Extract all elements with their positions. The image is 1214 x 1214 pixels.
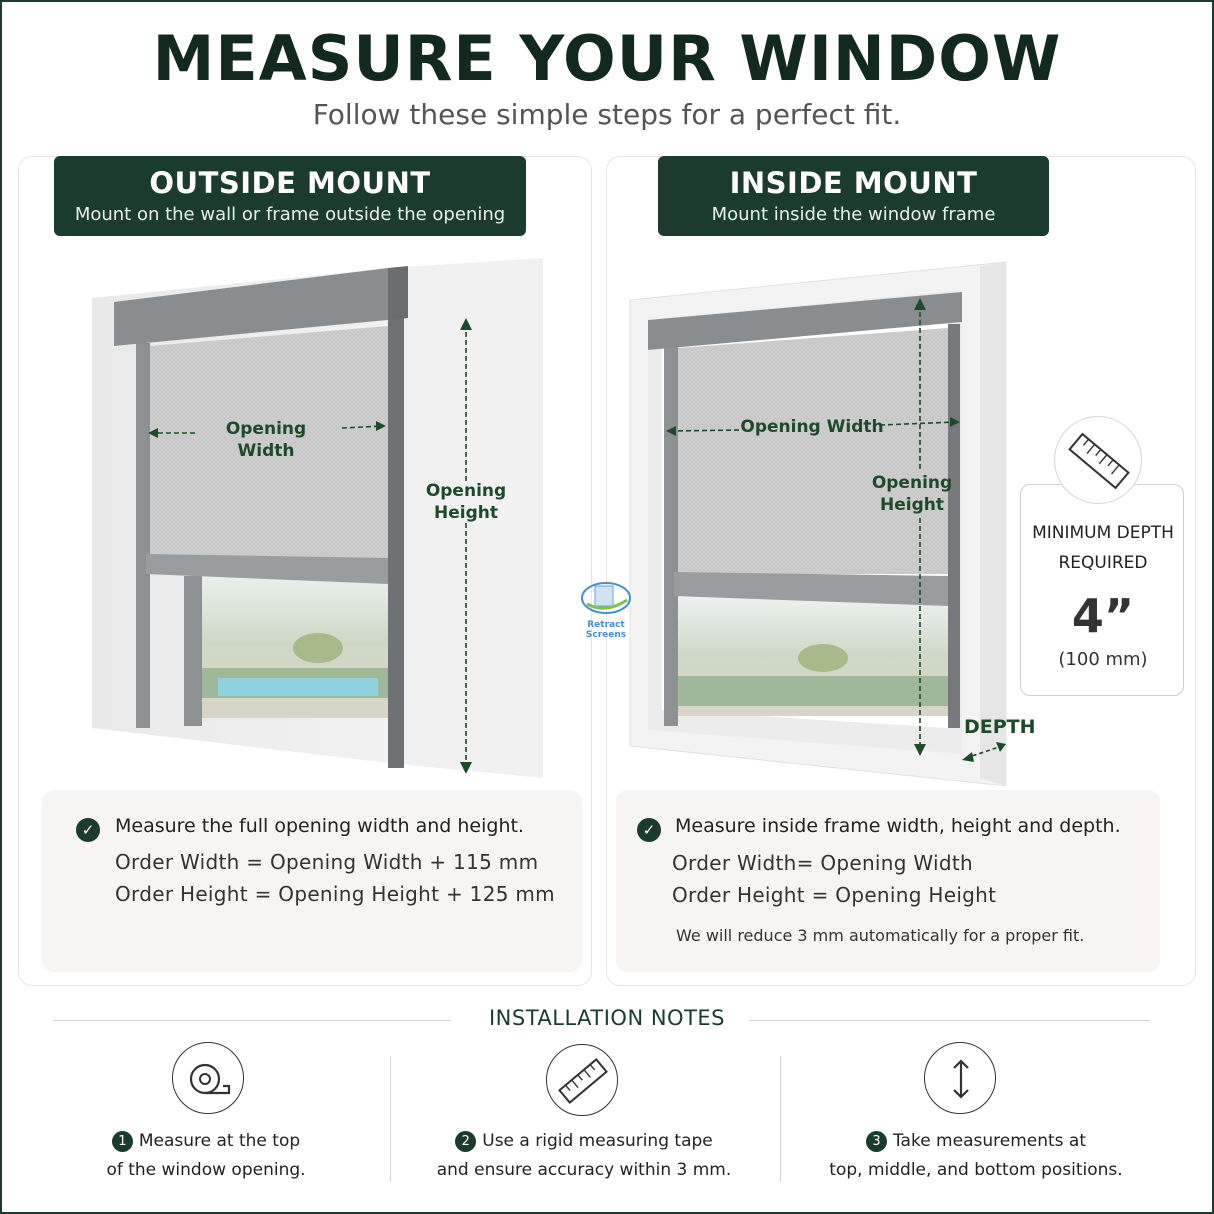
outside-note-width-formula: Order Width = Opening Width + 115 mm xyxy=(115,850,539,874)
outside-opening-width-label: Opening Width xyxy=(225,419,307,461)
depth-label: DEPTH xyxy=(964,716,1036,738)
outside-note-height-formula: Order Height = Opening Height + 125 mm xyxy=(115,882,555,906)
step-2-line1: Use a rigid measuring tape xyxy=(482,1131,713,1151)
depth-card-metric: (100 mm) xyxy=(1058,649,1148,670)
step-3-line2: top, middle, and bottom positions. xyxy=(829,1160,1123,1180)
step-2-line2: and ensure accuracy within 3 mm. xyxy=(436,1160,732,1180)
step-number-badge: 2 xyxy=(455,1131,477,1152)
inside-mount-title: INSIDE MOUNT xyxy=(729,166,978,200)
inside-note-width-formula: Order Width= Opening Width xyxy=(672,851,974,875)
ruler-icon xyxy=(1068,432,1130,490)
depth-card-label-2: REQUIRED xyxy=(1058,553,1148,573)
inside-height-label-line1: Opening xyxy=(871,473,953,493)
inside-mount-illustration xyxy=(628,258,1018,788)
step-3-line1: Take measurements at xyxy=(892,1131,1087,1151)
outside-mount-illustration xyxy=(88,258,568,788)
installation-notes-title: INSTALLATION NOTES xyxy=(488,1006,725,1030)
ruler-icon xyxy=(546,1044,618,1116)
inside-note-height-formula: Order Height = Opening Height xyxy=(672,883,997,907)
inside-opening-height-label: Opening Height xyxy=(862,472,962,516)
inside-mount-subtitle: Mount inside the window frame xyxy=(711,204,996,225)
outside-note-main: Measure the full opening width and heigh… xyxy=(115,815,524,837)
outside-mount-title: OUTSIDE MOUNT xyxy=(149,166,431,200)
inside-note-reduction: We will reduce 3 mm automatically for a … xyxy=(676,926,1085,945)
outside-height-label-line2: Height xyxy=(434,503,498,523)
depth-card-value: 4” xyxy=(1071,589,1135,643)
step-1-line2: of the window opening. xyxy=(106,1160,306,1180)
depth-card-label-1: MINIMUM DEPTH xyxy=(1032,523,1174,543)
column-separator xyxy=(780,1056,781,1182)
logo-text: Retract Screens xyxy=(585,620,627,640)
outside-mount-banner: OUTSIDE MOUNT Mount on the wall or frame… xyxy=(54,156,526,236)
logo-emblem-icon xyxy=(581,582,631,614)
inside-note-main: Measure inside frame width, height and d… xyxy=(675,815,1121,837)
step-number-badge: 1 xyxy=(111,1131,133,1152)
step-number-badge: 3 xyxy=(865,1131,887,1152)
inside-height-label-line2: Height xyxy=(880,495,944,515)
outside-opening-height-label: Opening Height xyxy=(416,480,516,524)
inside-mount-banner: INSIDE MOUNT Mount inside the window fra… xyxy=(658,156,1049,236)
column-separator xyxy=(390,1056,391,1182)
page-subtitle: Follow these simple steps for a perfect … xyxy=(312,98,902,131)
outside-mount-subtitle: Mount on the wall or frame outside the o… xyxy=(74,204,506,225)
step-1-line1: Measure at the top xyxy=(138,1131,301,1151)
retract-screens-logo: Retract Screens xyxy=(566,578,646,640)
outside-height-label-line1: Opening xyxy=(425,481,507,501)
vertical-arrows-icon xyxy=(924,1042,996,1114)
depth-ruler-badge xyxy=(1054,416,1142,504)
minimum-depth-card: MINIMUM DEPTH REQUIRED 4” (100 mm) xyxy=(1020,484,1184,696)
inside-opening-width-label: Opening Width xyxy=(740,417,884,437)
outside-mount-notes xyxy=(42,790,582,972)
page-title: MEASURE YOUR WINDOW xyxy=(152,22,1062,95)
divider-right xyxy=(750,1020,1150,1021)
check-icon: ✓ xyxy=(76,818,100,842)
divider-left xyxy=(54,1020,450,1021)
tape-measure-icon xyxy=(172,1042,244,1114)
check-icon: ✓ xyxy=(637,818,661,842)
inside-mount-notes xyxy=(616,790,1160,972)
